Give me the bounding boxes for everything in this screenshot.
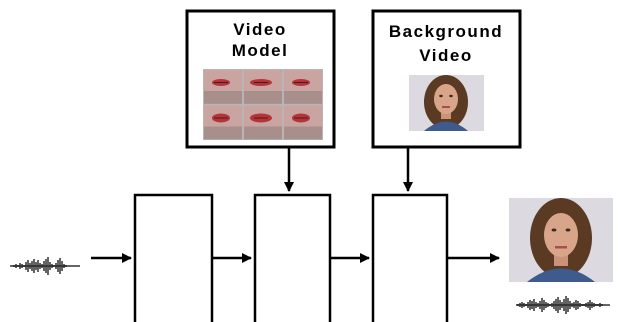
- process-box-2: [253, 193, 332, 322]
- background-video-label-line2: Video: [419, 46, 472, 65]
- process-box-3: [371, 193, 449, 322]
- video-model-box: Video Model: [185, 9, 336, 149]
- video-model-label-line1: Video: [233, 20, 286, 39]
- video-model-label-line2: Model: [232, 41, 289, 60]
- output-face-portrait-icon: [509, 198, 613, 282]
- background-video-box: Background Video: [371, 9, 522, 149]
- face-portrait-icon: [409, 75, 484, 131]
- lip-frames-grid-icon: [203, 69, 323, 140]
- background-video-label-line1: Background: [389, 22, 503, 41]
- process-box-1: [133, 193, 214, 322]
- audio-waveform-icon: [10, 257, 80, 275]
- output-audio-waveform-icon: [516, 296, 610, 314]
